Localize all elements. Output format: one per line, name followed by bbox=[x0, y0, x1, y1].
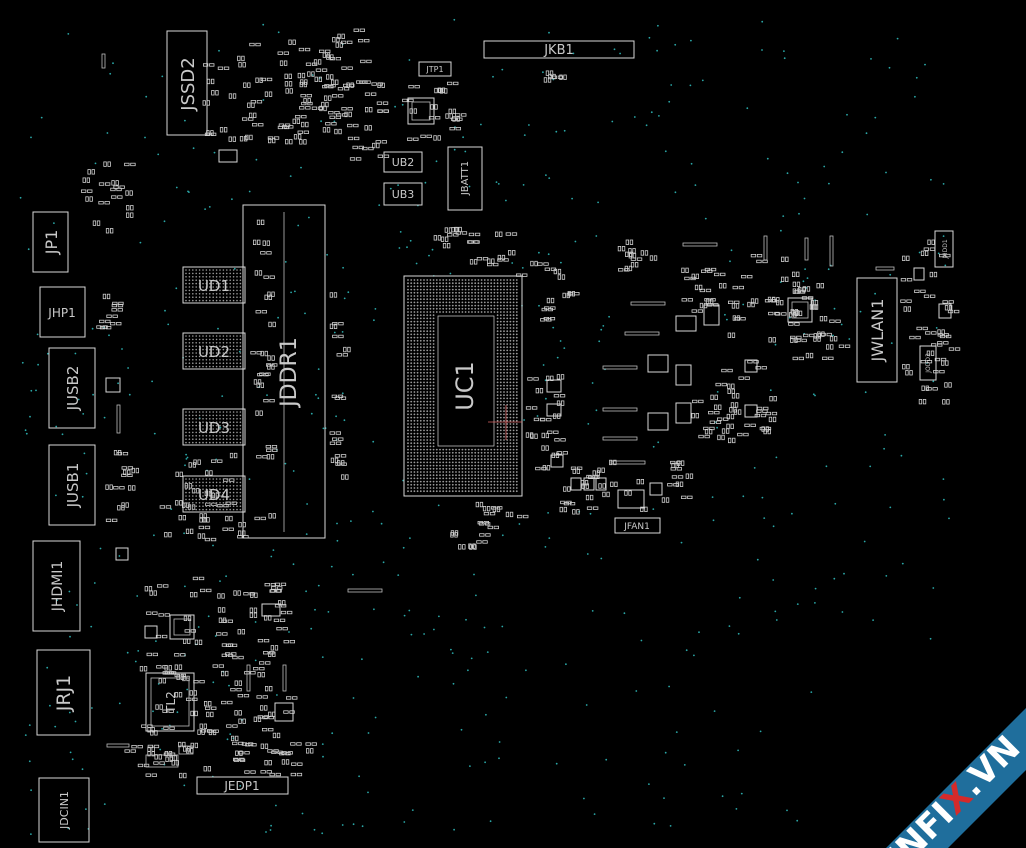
connector-jhp1[interactable]: JHP1 bbox=[39, 286, 86, 338]
ud3-label: UD3 bbox=[198, 419, 230, 437]
passive-components-layer bbox=[81, 28, 961, 779]
jedp1-label: JEDP1 bbox=[223, 779, 259, 793]
ic-wlan-controller[interactable] bbox=[787, 297, 813, 323]
connector-jedp1[interactable]: JEDP1 bbox=[196, 776, 289, 795]
jodd3-label: JODD3 bbox=[925, 353, 932, 374]
connector-jfan1[interactable]: JFAN1 bbox=[614, 517, 661, 534]
ic-uc1-cpu[interactable]: UC1 bbox=[403, 275, 523, 497]
jhdd1-label: JHDD1 bbox=[942, 239, 949, 260]
jwlan1-label: JWLAN1 bbox=[868, 299, 887, 363]
misc-small-labels bbox=[145, 745, 194, 768]
ud2-label: UD2 bbox=[198, 343, 230, 361]
connector-jodd3[interactable]: JODD3 bbox=[919, 345, 937, 381]
ic-ud4[interactable]: UD4 bbox=[182, 475, 246, 513]
jusb1-label: JUSB1 bbox=[64, 463, 82, 509]
connector-jrj1[interactable]: JRJ1 bbox=[36, 649, 91, 736]
ic-ul3[interactable] bbox=[218, 149, 238, 163]
ic-ud3[interactable]: UD3 bbox=[182, 408, 246, 446]
uc1-label: UC1 bbox=[451, 361, 479, 411]
connector-jkb1[interactable]: JKB1 bbox=[483, 40, 635, 59]
tl2-label: TL2 bbox=[164, 691, 178, 714]
inductor-group[interactable] bbox=[105, 267, 952, 639]
ic-ucu1[interactable] bbox=[169, 614, 195, 640]
jdcin1-label: JDCIN1 bbox=[58, 791, 71, 830]
mosfet-group-right[interactable] bbox=[647, 304, 720, 431]
connector-jp1[interactable]: JP1 bbox=[32, 211, 69, 273]
jusb2-label: JUSB2 bbox=[64, 366, 82, 412]
jfan1-label: JFAN1 bbox=[623, 522, 650, 532]
connector-jwlan1[interactable]: JWLAN1 bbox=[856, 277, 898, 383]
jhp1-label: JHP1 bbox=[47, 306, 75, 320]
connector-jhdmi1[interactable]: JHDMI1 bbox=[32, 540, 81, 632]
transformer-tl2[interactable]: TL2 bbox=[145, 672, 195, 732]
connector-jddr1[interactable]: JDDR1 bbox=[242, 204, 326, 539]
connector-jssd2[interactable]: JSSD2 bbox=[166, 30, 208, 136]
ic-ud2[interactable]: UD2 bbox=[182, 332, 246, 370]
jkb1-label: JKB1 bbox=[543, 43, 574, 58]
jtp1-label: JTP1 bbox=[425, 65, 443, 74]
ic-ub2[interactable]: UB2 bbox=[383, 151, 423, 173]
jssd2-label: JSSD2 bbox=[178, 57, 199, 111]
connector-jtp1[interactable]: JTP1 bbox=[418, 61, 452, 77]
ic-ud1[interactable]: UD1 bbox=[182, 266, 246, 304]
ud1-label: UD1 bbox=[198, 277, 230, 295]
watermark-logo: HNFIX.VN bbox=[826, 658, 1026, 848]
connector-jhdd1[interactable]: JHDD1 bbox=[934, 230, 954, 268]
ub2-label: UB2 bbox=[392, 156, 415, 169]
ic-u3501[interactable] bbox=[407, 97, 435, 125]
connector-jusb2[interactable]: JUSB2 bbox=[48, 347, 96, 429]
connector-jbatt1[interactable]: JBATT1 bbox=[447, 146, 483, 211]
jddr1-label: JDDR1 bbox=[277, 337, 302, 409]
ub3-label: UB3 bbox=[392, 188, 415, 201]
ic-ub3[interactable]: UB3 bbox=[383, 182, 423, 206]
jbatt1-label: JBATT1 bbox=[460, 161, 471, 196]
connector-jusb1[interactable]: JUSB1 bbox=[48, 444, 96, 526]
ud4-label: UD4 bbox=[198, 486, 230, 504]
ic-audio-codec[interactable] bbox=[274, 702, 294, 722]
long-strips bbox=[101, 53, 895, 748]
connector-jdcin1[interactable]: JDCIN1 bbox=[38, 777, 90, 843]
uc1-bga-balls bbox=[407, 279, 518, 493]
jp1-label: JP1 bbox=[42, 230, 61, 256]
jrj1-label: JRJ1 bbox=[53, 675, 75, 713]
jhdmi1-label: JHDMI1 bbox=[50, 561, 66, 613]
